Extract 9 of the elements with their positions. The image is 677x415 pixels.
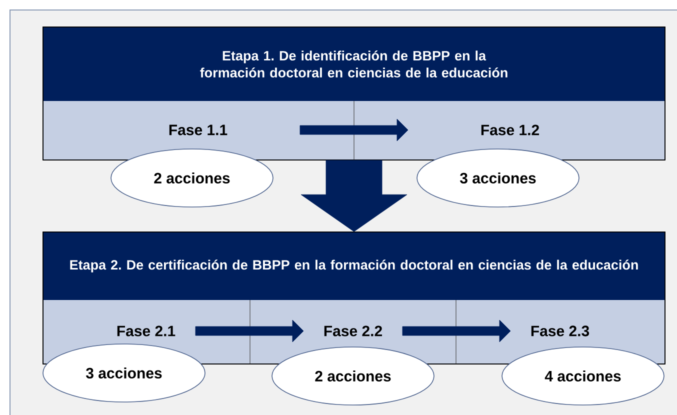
phase-label: Fase 2.1 [117, 326, 176, 336]
block-arrow [300, 160, 408, 232]
block-arrow [402, 320, 511, 342]
phase-label: Fase 1.2 [481, 124, 539, 136]
phase-label: Fase 1.1 [169, 124, 228, 136]
block-arrow [195, 320, 304, 342]
phase-label: Fase 2.3 [531, 326, 590, 336]
phase-label: Fase 2.2 [324, 326, 382, 336]
block-arrow [300, 118, 408, 142]
